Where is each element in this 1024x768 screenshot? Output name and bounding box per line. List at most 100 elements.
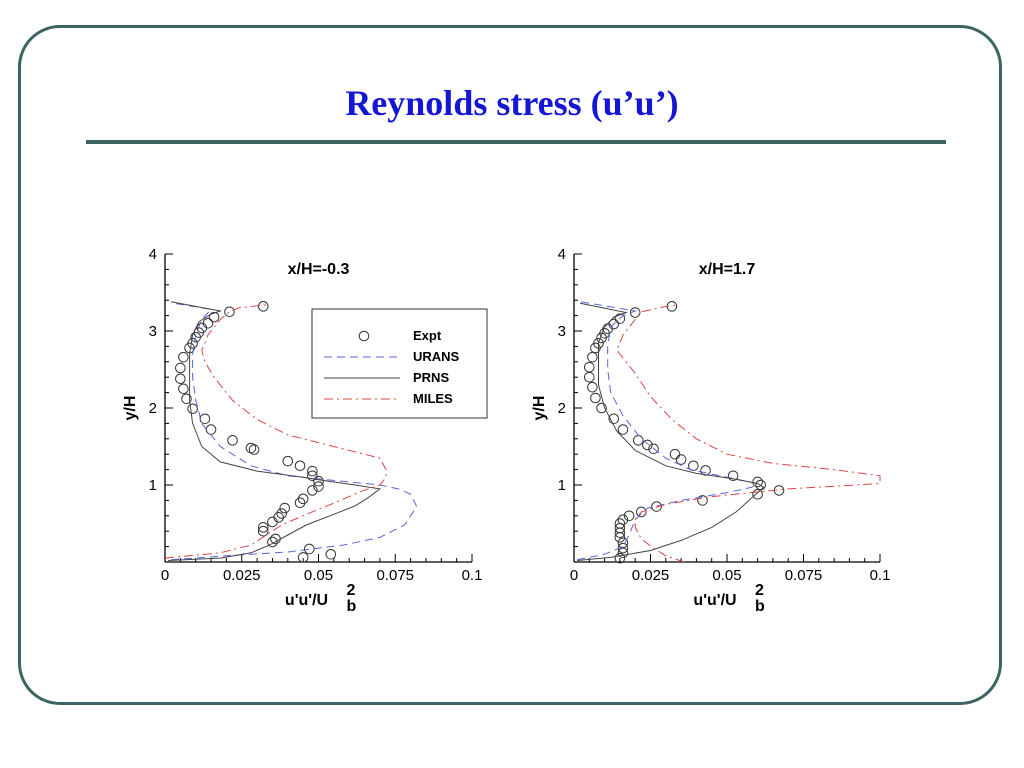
series-urans-line bbox=[577, 301, 759, 561]
x-tick-label: 0.075 bbox=[376, 567, 414, 584]
y-tick-label: 2 bbox=[149, 400, 157, 417]
expt-point bbox=[175, 362, 186, 374]
expt-point bbox=[617, 537, 629, 549]
expt-point bbox=[617, 514, 629, 525]
x-tick-label: 0.025 bbox=[223, 567, 261, 584]
expt-point bbox=[307, 470, 318, 482]
expt-point bbox=[178, 351, 189, 363]
expt-point bbox=[208, 311, 220, 323]
expt-point bbox=[224, 306, 235, 318]
y-tick-label: 4 bbox=[149, 246, 157, 263]
expt-point bbox=[175, 373, 186, 385]
legend-label-expt: Expt bbox=[413, 328, 442, 343]
expt-point bbox=[313, 481, 324, 492]
expt-point bbox=[752, 476, 763, 488]
expt-point bbox=[614, 552, 626, 564]
expt-point bbox=[648, 443, 659, 455]
expt-point bbox=[587, 351, 598, 363]
series-miles-line bbox=[164, 304, 387, 559]
x-tick-label: 0.05 bbox=[304, 567, 333, 584]
x-axis-label-superscript: 2 bbox=[755, 582, 764, 599]
expt-point bbox=[596, 402, 607, 414]
legend-box bbox=[311, 308, 488, 419]
x-tick-label: 0.1 bbox=[870, 567, 891, 584]
x-axis-label: u'u'/U bbox=[693, 592, 736, 609]
expt-point bbox=[636, 506, 647, 518]
expt-point bbox=[697, 495, 708, 506]
title-divider bbox=[86, 140, 946, 144]
expt-point bbox=[187, 403, 198, 415]
expt-point bbox=[257, 301, 269, 312]
series-prns-line bbox=[168, 301, 382, 561]
y-tick-label: 1 bbox=[149, 477, 157, 494]
expt-point bbox=[297, 493, 309, 505]
expt-point bbox=[294, 460, 306, 472]
x-tick-label: 0.025 bbox=[632, 567, 670, 584]
x-tick-label: 0 bbox=[161, 567, 169, 584]
x-axis-label: u'u'/U bbox=[285, 592, 328, 609]
expt-point bbox=[303, 543, 315, 555]
series-miles-line bbox=[616, 304, 881, 563]
expt-point bbox=[584, 371, 595, 383]
slide-title: Reynolds stress (u’u’) bbox=[345, 83, 679, 123]
expt-point bbox=[642, 439, 653, 451]
expt-point bbox=[632, 435, 644, 446]
slide-frame bbox=[18, 25, 1002, 705]
expt-point bbox=[700, 465, 711, 476]
expt-point bbox=[651, 501, 662, 512]
expt-point bbox=[608, 413, 620, 425]
expt-point bbox=[623, 510, 635, 522]
x-tick-label: 0 bbox=[570, 567, 578, 584]
expt-point bbox=[669, 448, 681, 460]
expt-point bbox=[297, 552, 309, 563]
y-tick-label: 4 bbox=[558, 246, 566, 263]
x-tick-label: 0.075 bbox=[785, 567, 823, 584]
expt-point bbox=[205, 424, 217, 435]
expt-point bbox=[199, 413, 211, 425]
expt-point bbox=[181, 393, 192, 405]
expt-point bbox=[584, 361, 595, 373]
expt-point bbox=[257, 525, 269, 537]
x-axis-label-superscript: 2 bbox=[347, 582, 356, 599]
y-axis-label: y/H bbox=[531, 396, 548, 421]
expt-point bbox=[614, 518, 626, 529]
legend-label-prns: PRNS bbox=[413, 370, 449, 385]
expt-point bbox=[614, 313, 626, 324]
x-axis-label-subscript: b bbox=[755, 598, 765, 615]
expt-point bbox=[307, 465, 318, 477]
y-axis-label: y/H bbox=[122, 396, 139, 421]
series-prns-line bbox=[577, 302, 765, 561]
expt-point bbox=[282, 455, 294, 467]
expt-point bbox=[313, 475, 324, 487]
expt-point bbox=[590, 392, 601, 404]
y-tick-label: 3 bbox=[149, 323, 157, 340]
expt-point bbox=[245, 442, 257, 454]
expt-point bbox=[727, 470, 739, 482]
x-tick-label: 0.1 bbox=[462, 567, 483, 584]
expt-point bbox=[267, 516, 278, 528]
expt-point bbox=[294, 497, 306, 509]
panel-title: x/H=-0.3 bbox=[288, 261, 350, 278]
legend-expt-marker bbox=[358, 330, 370, 342]
expt-point bbox=[675, 454, 687, 465]
expt-point bbox=[608, 318, 620, 330]
expt-point bbox=[276, 508, 287, 519]
expt-point bbox=[273, 512, 284, 523]
y-tick-label: 1 bbox=[558, 477, 566, 494]
expt-point bbox=[279, 502, 291, 514]
expt-point bbox=[587, 381, 598, 393]
x-tick-label: 0.05 bbox=[712, 567, 741, 584]
expt-point bbox=[617, 424, 629, 435]
expt-point bbox=[202, 318, 214, 329]
panel-title: x/H=1.7 bbox=[699, 261, 756, 278]
expt-point bbox=[187, 338, 198, 349]
expt-point bbox=[752, 488, 763, 500]
y-tick-label: 3 bbox=[558, 323, 566, 340]
expt-point bbox=[325, 549, 337, 560]
expt-point bbox=[257, 522, 269, 533]
legend-label-miles: MILES bbox=[413, 391, 453, 406]
